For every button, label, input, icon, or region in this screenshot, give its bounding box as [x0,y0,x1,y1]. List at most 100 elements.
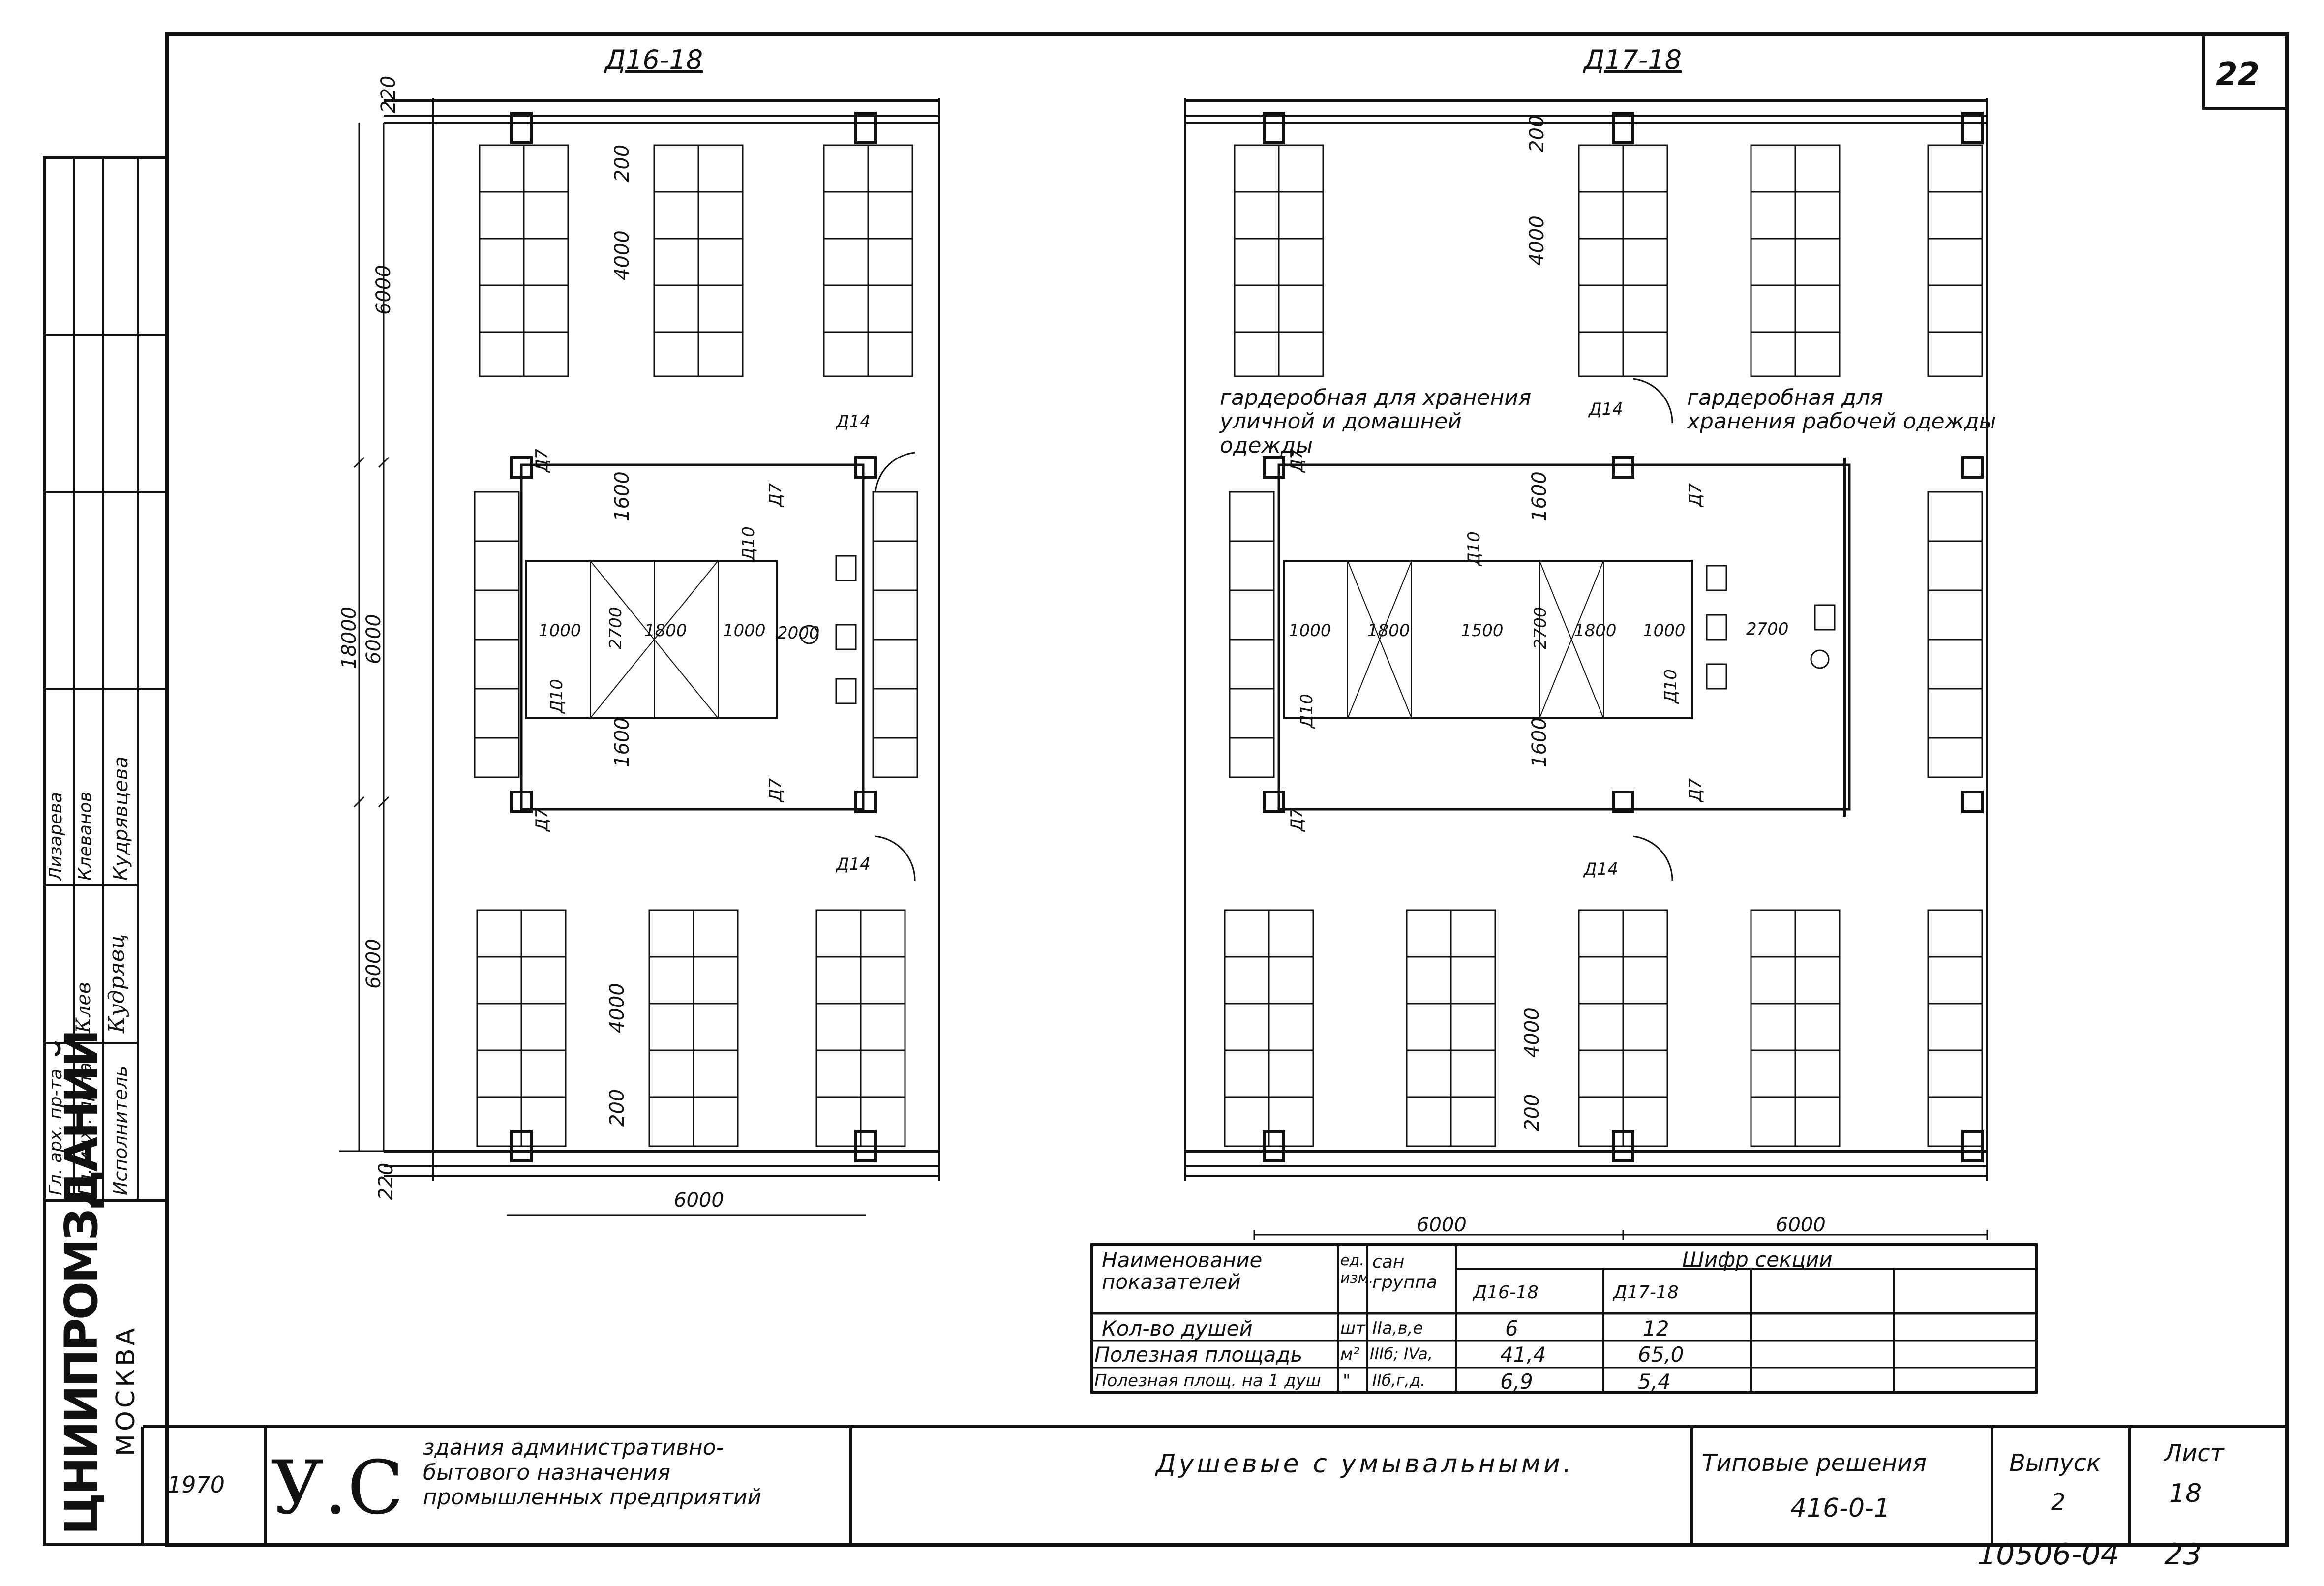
dim-left-bench-gap-top: 200 [611,144,634,182]
door-tag-d7-left-3: Д7 [532,807,552,831]
door-tag-d14-left-top: Д14 [836,412,871,431]
bench-grid-right-bottom [1224,909,1983,1147]
table-header-code: Шифр секции [1682,1248,1833,1272]
table-row-2-group: IIIб; IVa, [1370,1344,1433,1363]
bench-grid-left-mid [474,491,918,778]
door-tag-d10-left-2: Д10 [547,679,567,713]
dim-right-vestibule-top: 1600 [1528,471,1551,521]
series-description: здания административно- бытового назначе… [423,1435,762,1510]
table-row-1-name: Кол-во душей [1102,1316,1253,1341]
table-header-group: сан группа [1372,1252,1438,1293]
dim-left-middle-bay: 6000 [362,614,385,664]
door-tag-d14-left-bottom: Д14 [836,854,871,874]
door-tag-d7-right-2: Д7 [1686,483,1705,507]
dim-right-row-2700b: 2700 [1746,619,1789,639]
door-tag-d7-left-2: Д7 [766,483,785,507]
plan-right [1090,98,2038,1394]
name-executor: Кудрявцева [110,756,132,881]
issue-label: Выпуск [2009,1449,2101,1477]
name-chief-architect: Лизарева [46,792,66,881]
title-year: 1970 [167,1471,225,1498]
door-tag-d10-right-3: Д10 [1661,669,1681,703]
plan-right-title: Д17-18 [1584,44,1682,75]
table-code-2: Д17-18 [1613,1282,1679,1303]
bench-grid-left-bottom [476,909,906,1147]
dim-left-lower-bay: 6000 [362,939,385,989]
table-row-1-unit: шт [1340,1318,1365,1338]
door-tag-d14-right-bottom: Д14 [1584,859,1618,879]
org-logo: ЦНИИПРОМЗДАНИЙ [55,1031,108,1535]
table-code-1: Д16-18 [1473,1282,1539,1303]
door-tag-d10-right-1: Д10 [1464,531,1484,566]
table-row-2-name: Полезная площадь [1094,1342,1303,1367]
room-label-work-clothes: гардеробная для хранения рабочей одежды [1687,385,1996,434]
door-tag-d7-left-1: Д7 [532,448,552,472]
room-label-street-clothes: гардеробная для хранения уличной и домаш… [1220,385,1532,458]
table-row-3-name: Полезная площ. на 1 душ [1094,1371,1321,1391]
dim-left-total-height: 18000 [338,606,361,669]
door-tag-d7-right-3: Д7 [1287,807,1307,831]
dim-left-row-1800: 1800 [644,621,687,640]
dim-left-bench-length-top: 4000 [611,230,634,280]
table-row-3-group: IIб,г,д. [1372,1371,1426,1390]
role-executor: Исполнитель [110,1066,131,1195]
stamp-page: 23 [2164,1537,2202,1572]
door-tag-d7-right-4: Д7 [1686,778,1705,802]
dim-left-row-1000b: 1000 [723,621,766,640]
table-row-2-val-1: 41,4 [1500,1342,1546,1367]
dim-left-upper-bay: 6000 [372,265,395,315]
bench-grid-right-top [1234,144,1983,377]
signature-chief-engineer: Клев [72,982,95,1033]
dim-right-bench-length-top: 4000 [1526,215,1548,266]
door-tag-d7-left-4: Д7 [766,778,785,802]
name-chief-engineer: Клеванов [75,792,95,881]
dim-left-width: 6000 [674,1189,724,1212]
plan-left-title: Д16-18 [605,44,703,75]
signature-executor: Кудрявц [104,934,129,1033]
standard-code: 416-0-1 [1790,1494,1890,1523]
door-tag-d10-right-2: Д10 [1297,694,1317,728]
dim-left-row-2700: 2700 [606,607,626,649]
stamp-number: 10506-04 [1977,1537,2119,1572]
dim-right-bench-gap-bottom: 200 [1521,1094,1543,1131]
table-row-2-val-2: 65,0 [1638,1342,1684,1367]
door-tag-d10-left-1: Д10 [739,526,758,561]
dim-left-row-1000a: 1000 [539,621,581,640]
table-row-1-val-2: 12 [1643,1316,1669,1341]
dim-left-bench-length-bottom: 4000 [606,983,629,1033]
sheet-value: 18 [2169,1479,2202,1508]
sheet-label: Лист [2164,1439,2224,1467]
dim-left-bench-gap-bottom: 200 [606,1089,629,1127]
dim-left-top-offset: 220 [377,75,400,113]
door-tag-d14-right-top: Д14 [1589,399,1623,419]
issue-value: 2 [2051,1489,2066,1515]
dim-right-bench-gap-top: 200 [1526,115,1548,152]
table-row-3-val-2: 5,4 [1638,1370,1671,1394]
dim-right-row-1000a: 1000 [1289,621,1331,640]
table-row-1-val-1: 6 [1505,1316,1518,1341]
drawing-title: Душевые с умывальными. [1156,1449,1574,1479]
dim-right-row-1800: 1800 [1367,621,1410,640]
table-row-2-unit: м² [1340,1344,1360,1364]
table-header-unit: ед. изм. [1340,1252,1374,1287]
uc-mark: У.С [271,1445,404,1531]
dim-right-bench-length-bottom: 4000 [1521,1007,1543,1058]
table-header-name: Наименование показателей [1102,1248,1263,1294]
dim-left-bottom-offset: 220 [375,1162,397,1200]
dim-left-row-2000: 2000 [777,623,820,643]
dim-right-row-1800b: 1800 [1574,621,1617,640]
corner-number: 22 [2216,57,2260,93]
bench-grid-left-top [479,144,913,377]
table-row-3-val-1: 6,9 [1500,1370,1533,1394]
bench-grid-right-mid [1229,491,1983,778]
dim-right-row-2700: 2700 [1531,607,1550,649]
dim-right-row-1000b: 1000 [1643,621,1686,640]
dim-left-vestibule-top: 1600 [611,471,634,521]
plan-left [339,98,940,1216]
dim-right-width-right: 6000 [1776,1214,1826,1236]
dim-right-row-1500: 1500 [1461,621,1504,640]
dim-right-vestibule-bottom: 1600 [1528,717,1551,767]
dim-left-vestibule-bottom: 1600 [611,717,634,767]
table-row-1-group: IIa,в,е [1372,1318,1423,1338]
